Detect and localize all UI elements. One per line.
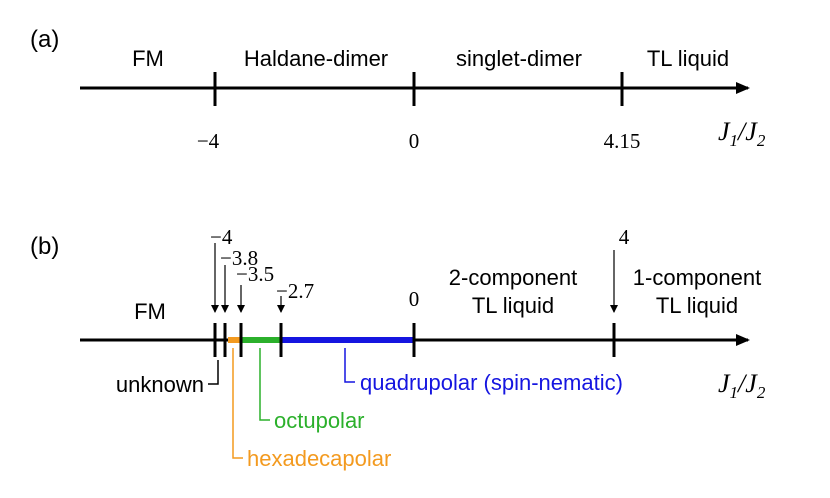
- panel-a: (a) FM Haldane-dimer singlet-dimer TL li…: [30, 26, 766, 153]
- region-one-component-line2: TL liquid: [656, 293, 738, 318]
- tick-label-4: 4: [619, 225, 630, 249]
- region-one-component-line1: 1-component: [633, 265, 761, 290]
- leader-hexadecapolar: [232, 348, 243, 459]
- tick-label-m4: −4: [210, 225, 233, 249]
- region-haldane-dimer: Haldane-dimer: [244, 46, 388, 71]
- region-fm: FM: [134, 299, 166, 324]
- leader-unknown: [208, 360, 219, 385]
- panel-b: (b) −4 −3.8 −3.5 −2.7 0 4 FM 2-component…: [30, 225, 766, 471]
- tick-label-415: 4.15: [604, 129, 641, 153]
- panel-b-label: (b): [30, 233, 59, 260]
- phase-quadrupolar: quadrupolar (spin-nematic): [360, 370, 623, 395]
- leader-quadrupolar: [344, 348, 355, 383]
- region-fm: FM: [132, 46, 164, 71]
- region-tl-liquid: TL liquid: [647, 46, 729, 71]
- tick-label-m35: −3.5: [236, 262, 274, 286]
- panel-b-axis-label: J1/J2: [718, 369, 766, 402]
- phase-unknown: unknown: [116, 372, 204, 397]
- tick-label-0: 0: [409, 129, 420, 153]
- panel-a-label: (a): [30, 26, 59, 53]
- panel-a-axis-label: J1/J2: [718, 117, 766, 150]
- tick-label-m27: −2.7: [276, 279, 314, 303]
- region-two-component-line1: 2-component: [449, 265, 577, 290]
- tick-label-m38: −3.8: [220, 246, 258, 270]
- tick-label-m4: −4: [197, 129, 220, 153]
- region-singlet-dimer: singlet-dimer: [456, 46, 582, 71]
- leader-octupolar: [259, 348, 270, 421]
- phase-octupolar: octupolar: [274, 408, 365, 433]
- region-two-component-line2: TL liquid: [472, 293, 554, 318]
- tick-label-0: 0: [409, 287, 420, 311]
- phase-hexadecapolar: hexadecapolar: [247, 446, 391, 471]
